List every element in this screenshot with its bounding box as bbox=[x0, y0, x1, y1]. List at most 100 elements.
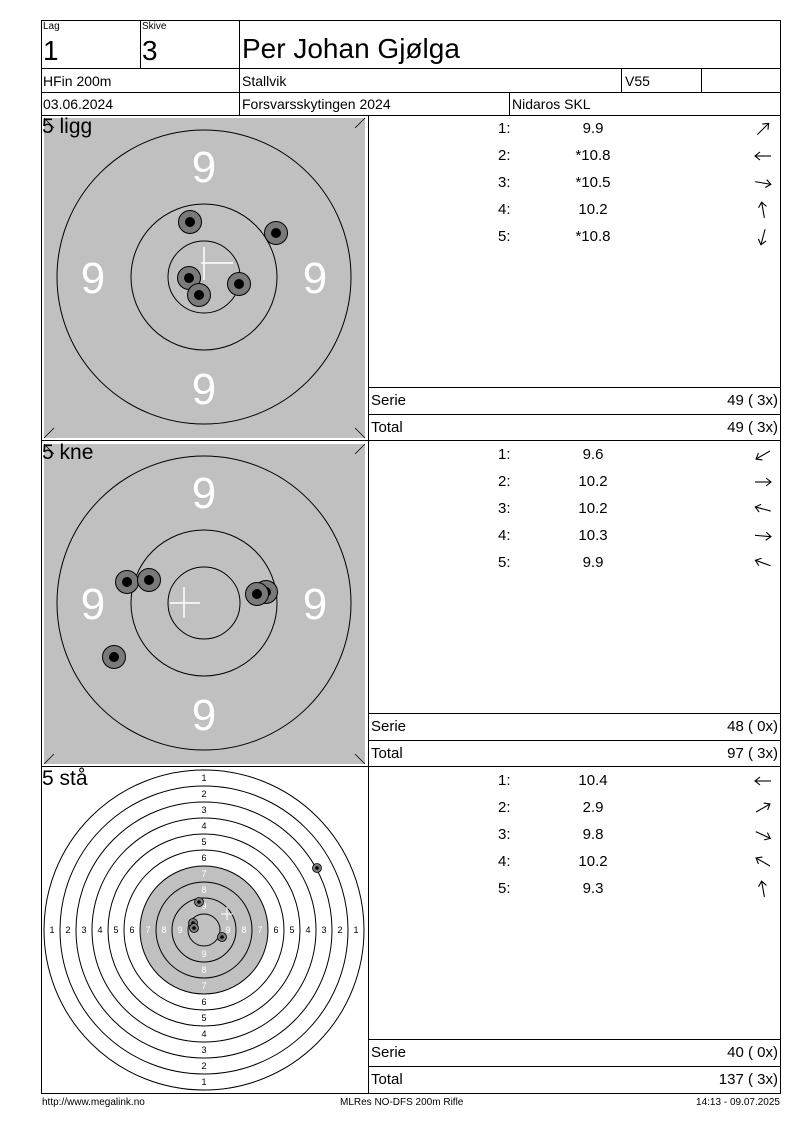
ring-number: 3 bbox=[81, 925, 86, 935]
shot-hole bbox=[178, 210, 202, 234]
shot-number: 3: bbox=[498, 826, 511, 843]
shot-row: 5:*10.8 bbox=[370, 224, 780, 251]
shot-number: 2: bbox=[498, 473, 511, 490]
shot-row: 4:10.2 bbox=[370, 849, 780, 876]
direction-arrow-icon bbox=[755, 831, 772, 841]
lag-label: Lag bbox=[43, 21, 60, 32]
ring-label-left: 9 bbox=[81, 580, 105, 629]
direction-arrow-icon bbox=[754, 503, 771, 513]
serie-value: 40 ( 0x) bbox=[727, 1044, 778, 1061]
ring-number: 4 bbox=[305, 925, 310, 935]
ring-number: 8 bbox=[201, 965, 206, 975]
ring-number: 6 bbox=[273, 925, 278, 935]
serie-label: Serie bbox=[371, 392, 407, 409]
footer-software: MLRes NO-DFS 200m Rifle bbox=[340, 1097, 464, 1108]
shot-score: 10.2 bbox=[578, 500, 608, 517]
ring-number: 8 bbox=[161, 925, 166, 935]
total-label: Total bbox=[371, 745, 403, 762]
direction-arrow-icon bbox=[756, 122, 770, 136]
shot-score: 10.4 bbox=[578, 772, 608, 789]
shot-row: 5:9.9 bbox=[370, 550, 780, 577]
direction-arrow-icon bbox=[754, 557, 771, 567]
shot-hole bbox=[227, 272, 251, 296]
lag-value: 1 bbox=[43, 35, 59, 66]
ring-label-bottom: 9 bbox=[192, 691, 216, 740]
ring-number: 2 bbox=[201, 1061, 206, 1071]
shot-score: *10.8 bbox=[575, 147, 611, 164]
ring-number: 4 bbox=[201, 821, 206, 831]
shot-row: 5:9.3 bbox=[370, 876, 780, 903]
total-label: Total bbox=[371, 1071, 403, 1088]
direction-arrow-icon bbox=[754, 151, 771, 161]
total-label: Total bbox=[371, 419, 403, 436]
shot-number: 5: bbox=[498, 880, 511, 897]
shot-score: *10.5 bbox=[575, 174, 611, 191]
ring-label-bottom: 9 bbox=[192, 365, 216, 414]
ring-number: 5 bbox=[201, 837, 206, 847]
shooter-name: Per Johan Gjølga bbox=[242, 33, 460, 64]
shot-number: 1: bbox=[498, 446, 511, 463]
ring-number: 2 bbox=[65, 925, 70, 935]
ring-number: 7 bbox=[201, 869, 206, 879]
shot-score: 9.9 bbox=[582, 120, 604, 137]
ring-label-right: 9 bbox=[303, 254, 327, 303]
total-value: 137 ( 3x) bbox=[718, 1071, 778, 1088]
shot-row: 1: 9.9 bbox=[370, 116, 780, 143]
ring-label-top: 9 bbox=[192, 469, 216, 518]
ring-number: 1 bbox=[201, 1077, 206, 1087]
shot-hole bbox=[312, 863, 322, 873]
ring-number: 3 bbox=[321, 925, 326, 935]
shot-row: 3: 9.8 bbox=[370, 822, 780, 849]
ring-number: 6 bbox=[201, 997, 206, 1007]
shot-row: 1:9.6 bbox=[370, 442, 780, 469]
shot-hole bbox=[187, 283, 211, 307]
shot-hole bbox=[264, 221, 288, 245]
footer-timestamp: 14:13 - 09.07.2025 bbox=[696, 1097, 780, 1108]
direction-arrow-icon bbox=[754, 776, 771, 786]
shot-score: 9.9 bbox=[582, 554, 604, 571]
ring-number: 2 bbox=[201, 789, 206, 799]
ring-number: 4 bbox=[97, 925, 102, 935]
ring-number: 8 bbox=[241, 925, 246, 935]
ring-number: 9 bbox=[225, 925, 230, 935]
ring-number: 1 bbox=[49, 925, 54, 935]
ring-number: 3 bbox=[201, 1045, 206, 1055]
shot-hole bbox=[245, 582, 269, 606]
shot-score: 9.8 bbox=[582, 826, 604, 843]
date-field: 03.06.2024 bbox=[43, 96, 114, 112]
shot-number: 1: bbox=[498, 120, 511, 137]
skive-label: Skive bbox=[142, 21, 167, 32]
ring-number: 6 bbox=[201, 853, 206, 863]
shot-row: 2: *10.8 bbox=[370, 143, 780, 170]
shot-hole bbox=[189, 923, 199, 933]
event-field: Forsvarsskytingen 2024 bbox=[242, 96, 391, 112]
ring-number: 1 bbox=[201, 773, 206, 783]
shot-number: 2: bbox=[498, 799, 511, 816]
footer-url[interactable]: http://www.megalink.no bbox=[42, 1097, 145, 1108]
ring-number: 2 bbox=[337, 925, 342, 935]
shot-row: 3:10.2 bbox=[370, 496, 780, 523]
shot-number: 4: bbox=[498, 201, 511, 218]
shot-row: 3: *10.5 bbox=[370, 170, 780, 197]
ring-number: 9 bbox=[201, 901, 206, 911]
direction-arrow-icon bbox=[758, 880, 767, 897]
serie-row: Serie 40 ( 0x) bbox=[370, 1040, 780, 1066]
shot-number: 5: bbox=[498, 228, 511, 245]
direction-arrow-icon bbox=[758, 201, 767, 218]
shot-row: 1:10.4 bbox=[370, 768, 780, 795]
direction-arrow-icon bbox=[755, 450, 771, 461]
shot-number: 2: bbox=[498, 147, 511, 164]
shot-number: 3: bbox=[498, 174, 511, 191]
target-ligg: 9 9 9 9 bbox=[43, 117, 366, 439]
serie-label: Serie bbox=[371, 1044, 407, 1061]
shot-row: 2:10.2 bbox=[370, 469, 780, 496]
shot-row: 4:10.3 bbox=[370, 523, 780, 550]
direction-arrow-icon bbox=[755, 856, 771, 867]
shot-number: 4: bbox=[498, 527, 511, 544]
ring-number: 6 bbox=[129, 925, 134, 935]
ring-number: 7 bbox=[201, 981, 206, 991]
ring-number: 8 bbox=[201, 885, 206, 895]
